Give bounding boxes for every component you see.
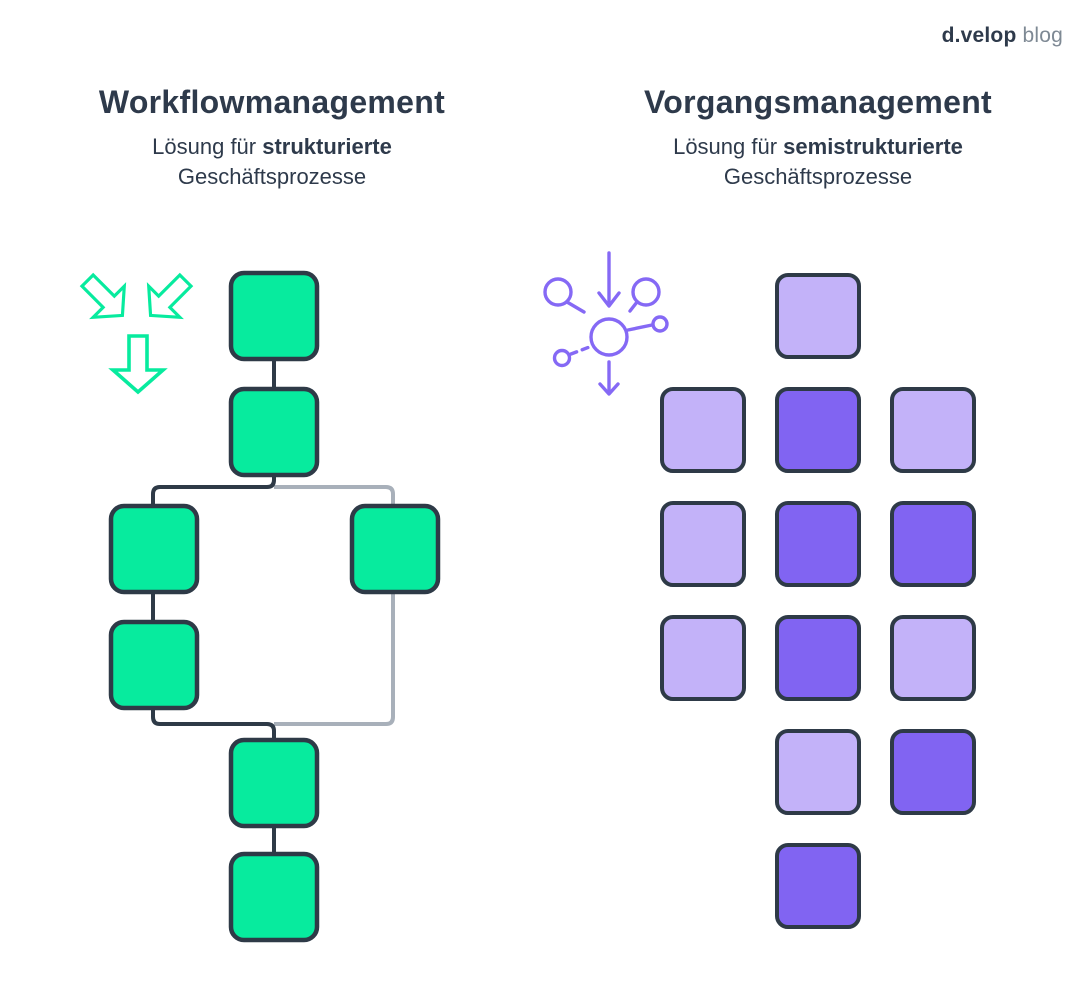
workflow-subtitle-emphasis: strukturierte (262, 134, 392, 159)
flow-node (228, 851, 320, 943)
grid-cell-light (660, 387, 746, 473)
vorgang-subtitle-prefix: Lösung für (673, 134, 784, 159)
workflow-panel-header: Workflowmanagement Lösung für strukturie… (32, 84, 512, 192)
vorgang-grid (660, 273, 976, 929)
flow-connector-left-merge (151, 704, 276, 743)
flow-node (108, 619, 200, 711)
workflow-subtitle-line2: Geschäftsprozesse (177, 164, 367, 189)
grid-cell-empty (660, 729, 746, 815)
vorgang-panel-header: Vorgangsmanagement Lösung für semistrukt… (578, 84, 1058, 192)
grid-cell-empty (660, 843, 746, 929)
grid-cell-dark (890, 501, 976, 587)
vorgang-subtitle-line2: Geschäftsprozesse (723, 164, 913, 189)
workflow-subtitle-prefix: Lösung für (152, 134, 263, 159)
logo-suffix-text: blog (1022, 24, 1063, 47)
flow-connector-right-merge (274, 588, 395, 726)
flow-node (108, 503, 200, 595)
flow-node (228, 270, 320, 362)
grid-cell-light (775, 729, 861, 815)
grid-cell-light (660, 615, 746, 701)
flow-node (349, 503, 441, 595)
flow-node (228, 386, 320, 478)
grid-cell-empty (890, 273, 976, 359)
grid-cell-dark (775, 501, 861, 587)
flow-connector-branch-right (274, 485, 395, 508)
flow-node (228, 737, 320, 829)
grid-cell-empty (660, 273, 746, 359)
merge-arrows-icon (79, 272, 194, 395)
vorgang-subtitle-emphasis: semistrukturierte (783, 134, 963, 159)
network-scatter-icon (543, 251, 669, 396)
workflow-subtitle: Lösung für strukturierte Geschäftsprozes… (32, 132, 512, 192)
grid-cell-dark (890, 729, 976, 815)
grid-cell-light (890, 387, 976, 473)
workflow-flowchart (79, 270, 441, 943)
grid-cell-dark (775, 615, 861, 701)
grid-cell-empty (890, 843, 976, 929)
grid-cell-dark (775, 387, 861, 473)
logo-brand-text: d.velop (941, 24, 1017, 47)
vorgang-title: Vorgangsmanagement (644, 84, 992, 120)
grid-cell-light (660, 501, 746, 587)
grid-cell-light (775, 273, 861, 359)
flow-connector-branch-left (151, 471, 276, 508)
grid-cell-light (890, 615, 976, 701)
grid-cell-dark (775, 843, 861, 929)
workflow-title: Workflowmanagement (98, 84, 446, 120)
vorgang-subtitle: Lösung für semistrukturierte Geschäftspr… (578, 132, 1058, 192)
